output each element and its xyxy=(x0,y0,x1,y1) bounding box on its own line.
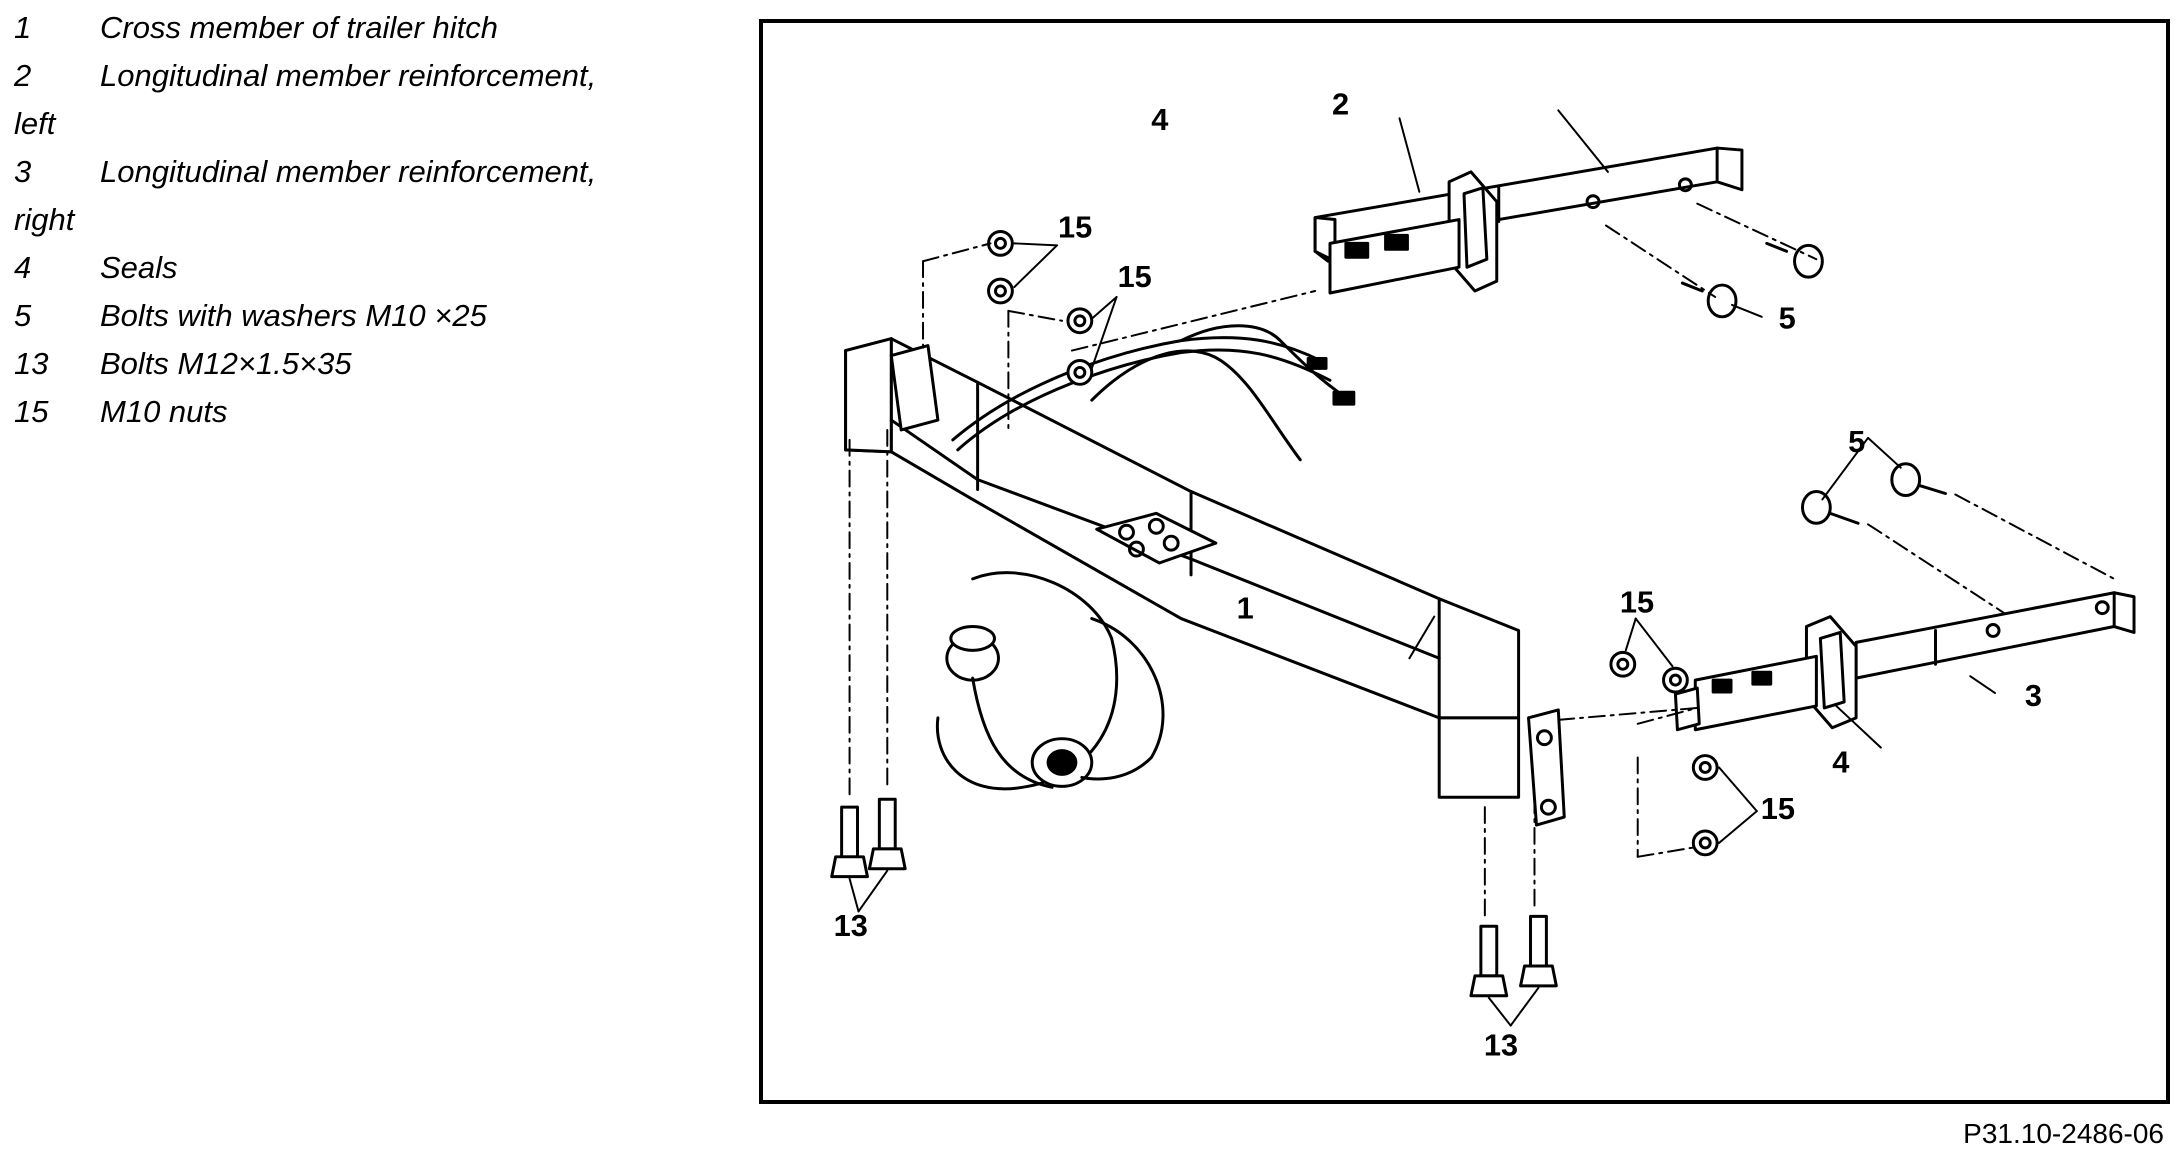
legend-text: Bolts with washers M10 ×25 xyxy=(100,298,487,333)
fastener-nuts xyxy=(987,229,1719,857)
legend-item: 13 Bolts M12×1.5×35 xyxy=(14,340,694,388)
callout-15-upper-left: 15 xyxy=(1058,209,1092,244)
exploded-view-drawing: 1 2 3 4 4 5 5 13 13 15 15 15 15 xyxy=(830,86,2136,1062)
figure-reference: P31.10-2486-06 xyxy=(1963,1118,2164,1149)
callout-5-right: 5 xyxy=(1848,424,1865,459)
callout-labels: 1 2 3 4 4 5 5 13 13 15 15 15 15 xyxy=(834,86,2042,1062)
legend-item: 2 Longitudinal member reinforcement, left xyxy=(14,52,694,148)
legend-number: 15 xyxy=(14,394,49,429)
callout-13-right: 13 xyxy=(1484,1027,1518,1062)
diagram-frame: 1 2 3 4 4 5 5 13 13 15 15 15 15 xyxy=(759,19,2170,1104)
callout-3: 3 xyxy=(2025,678,2042,713)
legend-number: 4 xyxy=(14,250,32,285)
legend-item: 4 Seals xyxy=(14,244,694,292)
callout-15-upper-right: 15 xyxy=(1118,259,1152,294)
callout-13-left: 13 xyxy=(834,908,868,943)
left-reinforcement-member xyxy=(1313,146,1744,295)
legend-item: 3 Longitudinal member reinforcement, righ… xyxy=(14,148,694,244)
callout-4-left: 4 xyxy=(1151,102,1168,137)
bolts-m12 xyxy=(830,797,1558,998)
assembly-lines xyxy=(848,202,2116,918)
legend-text: Bolts M12×1.5×35 xyxy=(100,346,352,381)
legend-item: 5 Bolts with washers M10 ×25 xyxy=(14,292,694,340)
callout-4-right: 4 xyxy=(1832,744,1849,779)
tow-ball-coupling xyxy=(935,571,1165,791)
callout-leaders xyxy=(848,109,1997,1027)
bolts-with-washers xyxy=(1680,241,1947,525)
legend-text: Seals xyxy=(100,250,178,285)
legend-text: Longitudinal member reinforcement, xyxy=(100,58,597,93)
legend-text: M10 nuts xyxy=(100,394,228,429)
legend-item: 15 M10 nuts xyxy=(14,388,694,436)
legend-number: 3 xyxy=(14,154,32,189)
trailer-hitch-cross-member xyxy=(844,337,1566,827)
legend-text: Longitudinal member reinforcement, xyxy=(100,154,597,189)
legend-number: 13 xyxy=(14,346,49,381)
legend-number: 5 xyxy=(14,298,32,333)
callout-15-lower-upper: 15 xyxy=(1620,585,1654,620)
callout-5-left: 5 xyxy=(1779,301,1796,336)
callout-1: 1 xyxy=(1237,591,1254,626)
wiring-harness xyxy=(951,324,1356,462)
legend-text: Cross member of trailer hitch xyxy=(100,10,498,45)
legend-number: 2 xyxy=(14,58,32,93)
legend-text-continuation: left xyxy=(14,106,56,141)
right-reinforcement-member xyxy=(1673,591,2136,732)
legend-text-continuation: right xyxy=(14,202,75,237)
callout-2: 2 xyxy=(1332,86,1349,121)
callout-15-lower: 15 xyxy=(1761,791,1795,826)
legend-number: 1 xyxy=(14,10,32,45)
legend-item: 1 Cross member of trailer hitch xyxy=(14,4,694,52)
